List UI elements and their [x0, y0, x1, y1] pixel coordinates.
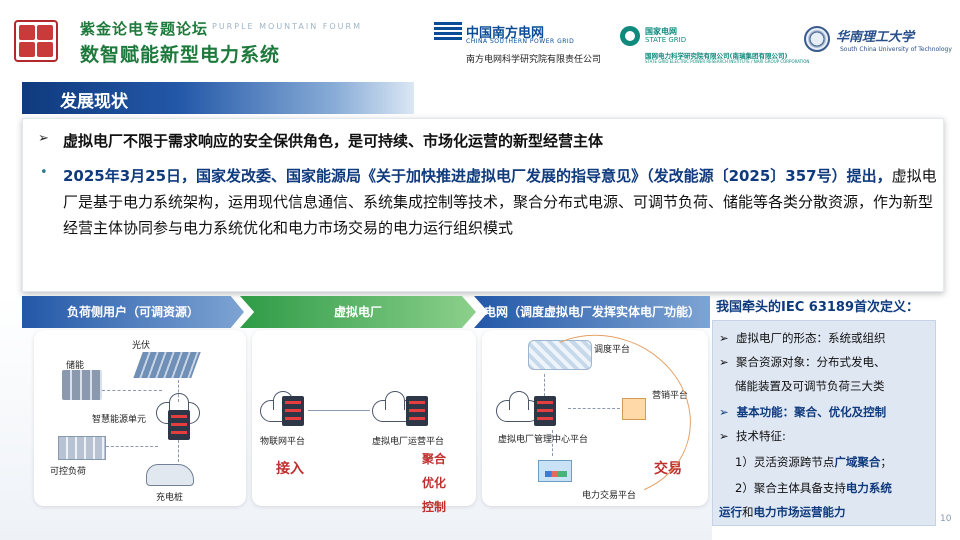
grid-panel: 调度平台 营销平台 虚拟电厂管理中心平台 电力交易平台 交易 [482, 310, 714, 522]
iec-item-functions-text: 基本功能：聚合、优化及控制 [736, 405, 887, 419]
vpp-mgmt-center-label: 虚拟电厂管理中心平台 [498, 435, 589, 445]
forum-title: 紫金论电专题论坛 [80, 20, 209, 38]
access-label: 接入 [276, 461, 304, 477]
iec-title: 我国牵头的IEC 63189首次定义： [716, 300, 920, 315]
cloud-icon [372, 391, 416, 422]
iec-item-features: ➢ 技术特征: [719, 429, 786, 443]
section-title: 发展现状 [60, 92, 128, 112]
server-icon [534, 396, 556, 426]
iec-feature-2-cont-hl1: 运行 [719, 505, 742, 519]
sg-institute: 国网电力科学研究院有限公司(南瑞集团有限公司) [645, 52, 788, 60]
diagram-header-vpp: 虚拟电厂 [240, 296, 476, 328]
battery-storage-icon [62, 370, 102, 400]
header: 紫金论电专题论坛 PURPLE MOUNTAIN FOURM 数智赋能新型电力系… [0, 0, 960, 76]
marketing-building-icon [622, 398, 646, 420]
state-grid-logo-icon [620, 26, 640, 46]
server-icon [168, 410, 190, 440]
diagram-header-grid: 电网（调度虚拟电厂发挥实体电厂功能） [474, 296, 710, 328]
iec-item-resources-text: 聚合资源对象：分布式发电、 [735, 355, 886, 369]
iec-item-form: ➢ 虚拟电厂的形态：系统或组织 [719, 331, 886, 345]
iec-item-features-text: 技术特征: [735, 429, 786, 443]
iec-feature-1-hl: 广域聚合 [834, 455, 881, 469]
university-name: 华南理工大学 [836, 30, 915, 45]
aggregate-label: 聚合 [422, 452, 447, 466]
university-seal-icon [804, 26, 830, 52]
trade-platform-label: 电力交易平台 [582, 491, 637, 501]
dot-bullet-icon: • [40, 165, 48, 180]
forum-title-en: PURPLE MOUNTAIN FOURM [212, 22, 362, 31]
iec-item-resources: ➢ 聚合资源对象：分布式发电、 [719, 355, 886, 369]
solar-panel-icon [133, 352, 201, 378]
iec-item-resources-cont: 储能装置及可调节负荷三大类 [735, 379, 885, 393]
server-icon [282, 396, 304, 426]
ev-car-icon [146, 464, 194, 486]
arrow-bullet-icon: ➢ [38, 131, 49, 146]
iot-platform-label: 物联网平台 [260, 437, 306, 447]
marketing-platform-label: 营销平台 [652, 391, 689, 401]
connector-line [106, 446, 158, 447]
iec-feature-2-cont: 运行和电力市场运营能力 [719, 501, 846, 523]
policy-highlight: 2025年3月25日，国家发改委、国家能源局《关于加快推进虚拟电厂发展的指导意见… [63, 167, 892, 185]
main-paragraph: 2025年3月25日，国家发改委、国家能源局《关于加快推进虚拟电厂发展的指导意见… [63, 163, 941, 241]
iec-feature-2-pre: 2）聚合主体具备支持 [735, 481, 846, 495]
load-side-panel: 光伏 储能 智慧能源单元 可控负荷 充电桩 [34, 330, 246, 506]
sg-name-en: STATE GRID [645, 36, 687, 44]
pv-label: 光伏 [132, 341, 151, 351]
iec-feature-1: 1）灵活资源跨节点广域聚合； [735, 451, 892, 473]
load-label: 可控负荷 [50, 467, 87, 477]
vpp-operation-platform-label: 虚拟电厂运营平台 [372, 437, 445, 447]
storage-label: 储能 [66, 361, 85, 371]
connector-line [308, 410, 370, 411]
iec-definition-box: ➢ 虚拟电厂的形态：系统或组织 ➢ 聚合资源对象：分布式发电、 储能装置及可调节… [712, 320, 936, 526]
university-name-en: South China University of Technology [840, 46, 952, 53]
page-number: 10 [940, 514, 952, 524]
connector-line [544, 374, 545, 396]
smart-energy-unit-label: 智慧能源单元 [92, 415, 147, 425]
server-icon [406, 396, 428, 426]
iec-item-functions: ➢ 基本功能：聚合、优化及控制 [719, 405, 887, 419]
csg-logo-icon [434, 22, 462, 44]
flow-arc [490, 310, 714, 522]
cloud-icon [496, 391, 540, 422]
diagram-header-load-side: 负荷侧用户（可调资源） [22, 296, 244, 328]
iec-feature-1-pre: 1）灵活资源跨节点 [735, 455, 835, 469]
iec-feature-1-post: ； [880, 455, 892, 469]
forum-subtitle: 数智赋能新型电力系统 [80, 44, 281, 66]
trade-label: 交易 [654, 461, 682, 477]
dispatch-network-icon [528, 340, 592, 370]
csg-institute: 南方电网科学研究院有限责任公司 [466, 55, 602, 65]
policy-definition: 虚拟电厂是基于电力系统架构，运用现代信息通信、系统集成控制等技术，聚合分布式电源… [63, 167, 937, 237]
main-headline: 虚拟电厂不限于需求响应的安全保供角色，是可持续、市场化运营的新型经营主体 [63, 132, 604, 150]
controllable-load-icon [58, 436, 106, 460]
sg-institute-en: STATE GRID ELECTRIC POWER RESEARCH INSTI… [645, 59, 810, 64]
optimize-label: 优化 [422, 476, 447, 490]
vpp-panel: 物联网平台 虚拟电厂运营平台 接入 聚合 优化 控制 [252, 330, 476, 514]
control-label: 控制 [422, 500, 447, 514]
iec-feature-2-hl: 电力系统 [845, 481, 892, 495]
trading-screen-icon [538, 460, 572, 482]
main-text-box: ➢ 虚拟电厂不限于需求响应的安全保供角色，是可持续、市场化运营的新型经营主体 •… [22, 118, 944, 292]
connector-line [178, 440, 179, 462]
iec-feature-2: 2）聚合主体具备支持电力系统 [735, 477, 892, 499]
connector-line [178, 380, 179, 402]
connector-line [552, 430, 553, 456]
forum-seal-logo [14, 20, 58, 62]
connector-line [102, 390, 162, 391]
iec-item-form-text: 虚拟电厂的形态：系统或组织 [735, 331, 886, 345]
csg-name-en: CHINA SOUTHERN POWER GRID [466, 38, 575, 45]
connector-line [568, 408, 620, 409]
vpp-diagram: 负荷侧用户（可调资源） 虚拟电厂 电网（调度虚拟电厂发挥实体电厂功能） 光伏 储… [0, 294, 714, 540]
section-title-bar: 发展现状 [22, 82, 414, 114]
sg-name: 国家电网 [645, 27, 677, 36]
iec-feature-2-cont-mid: 和 [742, 505, 754, 519]
iec-feature-2-cont-hl2: 电力市场运营能力 [753, 505, 846, 519]
charging-pile-label: 充电桩 [156, 493, 184, 503]
dispatch-platform-label: 调度平台 [594, 345, 631, 355]
csg-name: 中国南方电网 [466, 26, 545, 41]
